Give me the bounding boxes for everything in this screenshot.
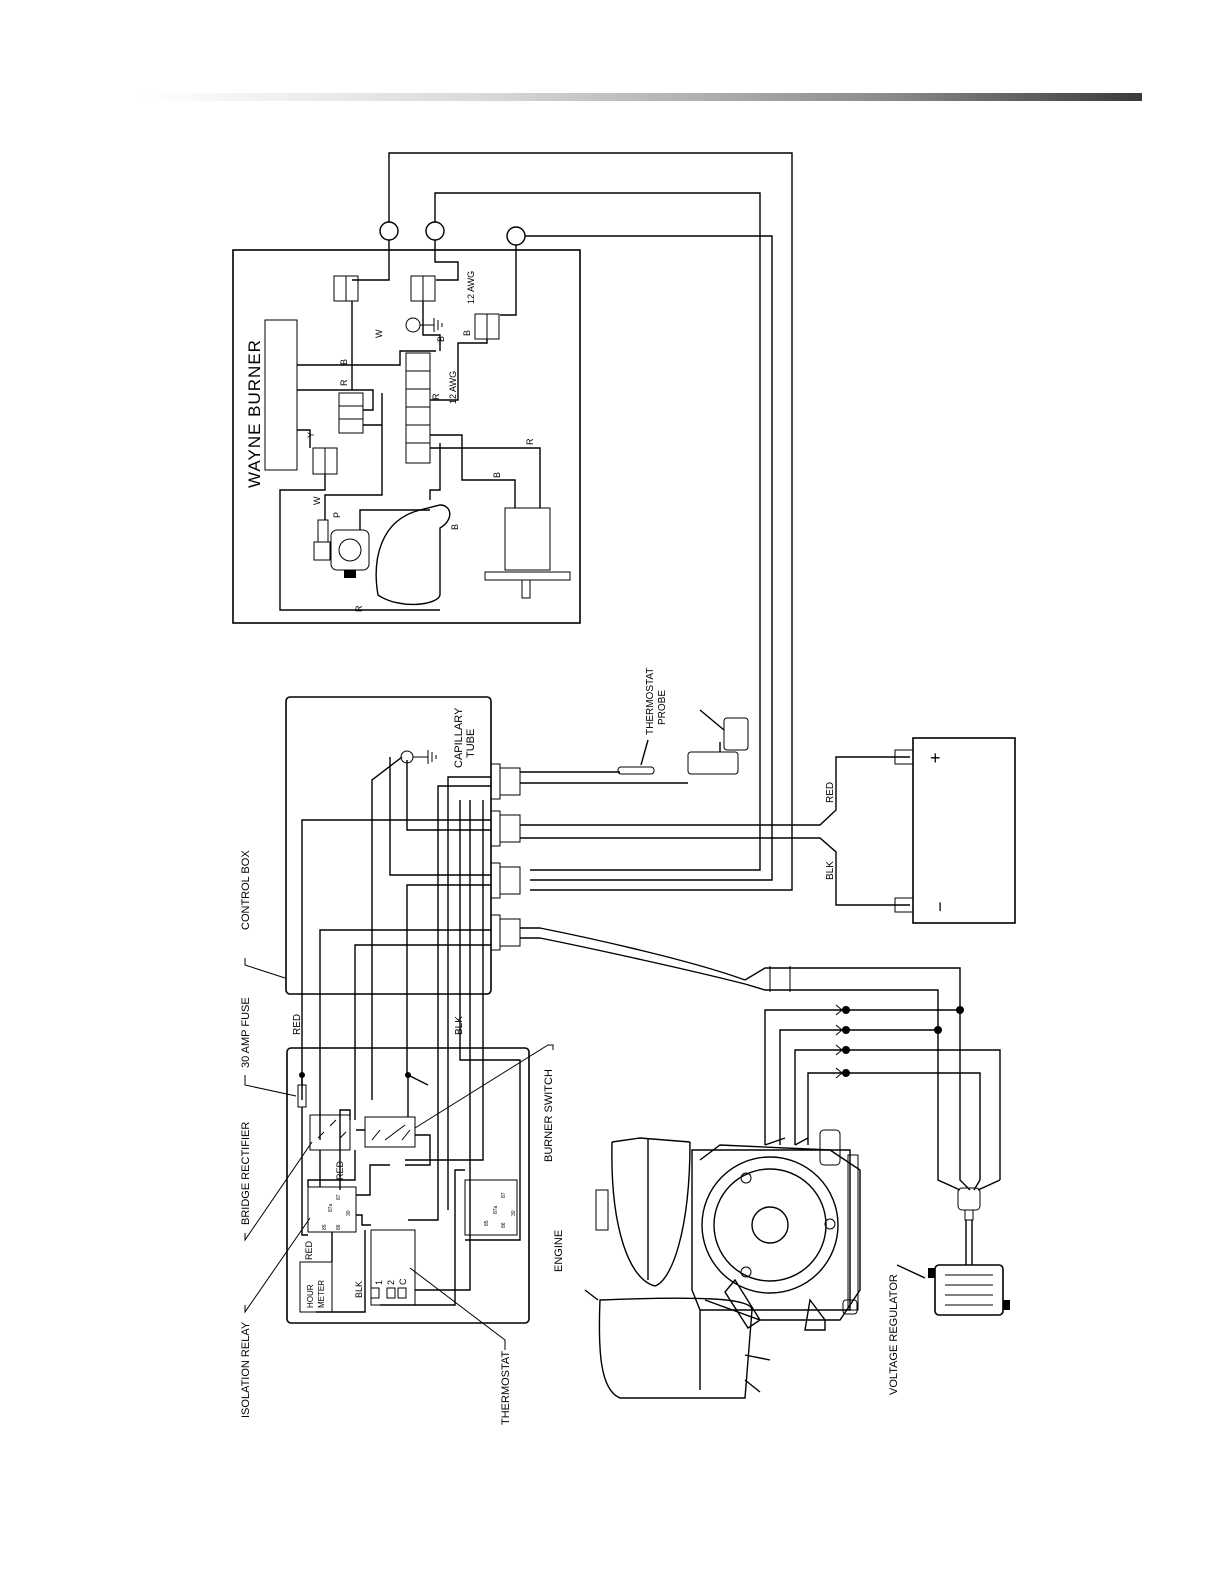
flywheel	[702, 1157, 838, 1293]
svg-text:HOUR: HOUR	[306, 1284, 315, 1308]
svg-text:R: R	[339, 379, 349, 386]
probe-housing	[688, 752, 738, 774]
thermostat-probe-label: THERMOSTAT	[645, 668, 656, 735]
svg-text:RED: RED	[825, 782, 836, 803]
cable-glands	[491, 764, 520, 950]
bridge-rectifier-label: BRIDGE RECTIFIER	[240, 1122, 252, 1225]
hour-meter: HOUR METER	[300, 1262, 332, 1312]
voltage-regulator-label: VOLTAGE REGULATOR	[888, 1274, 900, 1395]
isolation-relay-label: ISOLATION RELAY	[240, 1321, 252, 1418]
control-box-label: CONTROL BOX	[240, 850, 252, 930]
svg-text:85: 85	[484, 1220, 490, 1226]
capillary-tube-label: CAPILLARY	[453, 707, 465, 768]
thermostat-switch: 1 2 C	[371, 1230, 415, 1305]
svg-text:B: B	[339, 359, 349, 365]
svg-text:B: B	[462, 330, 472, 336]
battery: + − RED BLK	[825, 738, 1015, 923]
wayne-burner-label: WAYNE BURNER	[245, 339, 264, 488]
thermostat-label: THERMOSTAT	[500, 1351, 512, 1425]
wayne-burner-panel: WAYNE BURNER B R W Y W P B R 12 AWG B 12…	[233, 153, 792, 890]
engine-label: ENGINE	[553, 1230, 565, 1272]
svg-text:2: 2	[386, 1280, 396, 1285]
ground-screw-icon	[406, 318, 420, 332]
svg-text:C: C	[398, 1278, 408, 1285]
bridge-rectifier-icon	[310, 1115, 350, 1150]
burner-control-module	[265, 320, 297, 470]
svg-text:R: R	[354, 605, 364, 612]
svg-text:87: 87	[501, 1192, 507, 1198]
thermostat-probe: THERMOSTAT PROBE	[520, 668, 748, 783]
control-box: CAPILLARY TUBE	[286, 697, 520, 1290]
blower-housing	[376, 505, 450, 604]
svg-text:R: R	[525, 438, 535, 445]
alternator-leads	[765, 1005, 1000, 1190]
svg-text:86: 86	[336, 1224, 342, 1230]
svg-text:30: 30	[511, 1210, 517, 1216]
svg-text:W: W	[312, 496, 322, 505]
svg-text:BLK: BLK	[354, 1281, 364, 1298]
svg-text:BLK: BLK	[825, 861, 836, 880]
battery-positive: +	[930, 748, 941, 768]
svg-text:30: 30	[346, 1210, 352, 1216]
battery-negative: −	[930, 901, 950, 912]
svg-text:W: W	[374, 329, 384, 338]
svg-text:B: B	[492, 472, 502, 478]
burner-switch-icon	[365, 1072, 428, 1147]
burner-switch-label: BURNER SWITCH	[543, 1069, 555, 1162]
svg-text:RED: RED	[335, 1160, 345, 1180]
burner-relay-icon: 87 87a 85 86 30	[465, 1180, 517, 1235]
svg-text:87: 87	[336, 1194, 342, 1200]
svg-text:B: B	[436, 336, 446, 342]
svg-text:12 AWG: 12 AWG	[466, 271, 476, 304]
svg-text:1: 1	[374, 1280, 384, 1285]
fuse-label: 30 AMP FUSE	[240, 997, 252, 1068]
svg-text:12 AWG: 12 AWG	[448, 371, 458, 404]
svg-text:B: B	[450, 524, 460, 530]
svg-text:87a: 87a	[328, 1203, 334, 1212]
fuel-pump-icon	[314, 520, 369, 578]
fuse-icon	[298, 1072, 306, 1150]
svg-text:BLK: BLK	[454, 1016, 465, 1035]
svg-text:87a: 87a	[493, 1205, 499, 1214]
svg-text:PROBE: PROBE	[657, 690, 668, 725]
burner-motor-icon	[485, 508, 570, 598]
burner-connector-2	[426, 222, 444, 240]
burner-connector-3	[507, 227, 525, 245]
svg-text:RED: RED	[292, 1014, 303, 1035]
lower-control-panel: 87 87a 85 86 30 87 87a 85 86 30 HOUR MET…	[287, 1048, 529, 1323]
burner-connector-1	[380, 222, 398, 240]
svg-text:METER: METER	[317, 1280, 326, 1308]
engine: ENGINE	[553, 1130, 860, 1398]
isolation-relay-icon: 87 87a 85 86 30	[308, 1187, 356, 1232]
svg-text:86: 86	[501, 1222, 507, 1228]
svg-text:RED: RED	[304, 1240, 314, 1260]
svg-text:R: R	[431, 393, 441, 400]
voltage-regulator: VOLTAGE REGULATOR	[888, 1188, 1010, 1395]
svg-text:Y: Y	[306, 432, 316, 438]
svg-text:85: 85	[322, 1224, 328, 1230]
svg-text:P: P	[332, 512, 342, 518]
svg-text:TUBE: TUBE	[465, 729, 477, 758]
